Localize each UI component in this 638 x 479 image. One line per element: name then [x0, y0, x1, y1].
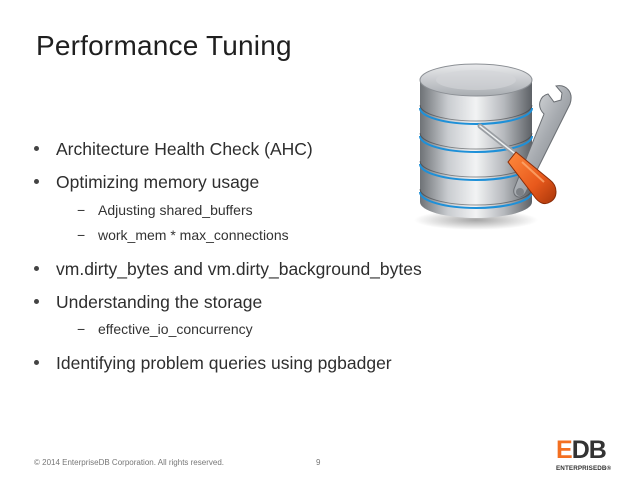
- sub-bullet-marker: −: [77, 227, 86, 243]
- bullet-text: Identifying problem queries using pgbadg…: [56, 353, 392, 373]
- logo-mark-rest: DB: [571, 436, 607, 464]
- bullet-dot: [34, 179, 39, 184]
- sub-bullet-text: work_mem * max_connections: [98, 227, 289, 243]
- bullet-dot: [34, 299, 39, 304]
- bullet-dot: [34, 146, 39, 151]
- bullet-text: Optimizing memory usage: [56, 172, 260, 192]
- logo-mark: EDB: [556, 436, 607, 464]
- bullet-text: vm.dirty_bytes and vm.dirty_background_b…: [56, 259, 422, 279]
- page-number: 9: [316, 458, 321, 467]
- logo-mark-prefix: E: [556, 436, 573, 464]
- bullet-dot: [34, 266, 39, 271]
- database-tools-illustration: [414, 63, 572, 230]
- enterprisedb-logo: EDB ENTERPRISEDB®: [556, 436, 611, 473]
- screwdriver-icon: [477, 123, 557, 205]
- logo-brand: ENTERPRISEDB®: [556, 465, 611, 472]
- footer-copyright: © 2014 EnterpriseDB Corporation. All rig…: [34, 458, 224, 467]
- sub-bullet-marker: −: [77, 321, 86, 337]
- sub-bullet-text: effective_io_concurrency: [98, 321, 253, 337]
- bullet-text: Understanding the storage: [56, 292, 263, 312]
- logo-brand-name: ENTERPRISEDB: [556, 465, 607, 472]
- database-icon: [414, 63, 538, 230]
- sub-bullet-marker: −: [77, 202, 86, 218]
- bullet-dot: [34, 360, 39, 365]
- slide-title: Performance Tuning: [36, 30, 292, 61]
- logo-registered: ®: [606, 465, 612, 472]
- bullet-text: Architecture Health Check (AHC): [56, 139, 313, 159]
- sub-bullet-text: Adjusting shared_buffers: [98, 202, 253, 218]
